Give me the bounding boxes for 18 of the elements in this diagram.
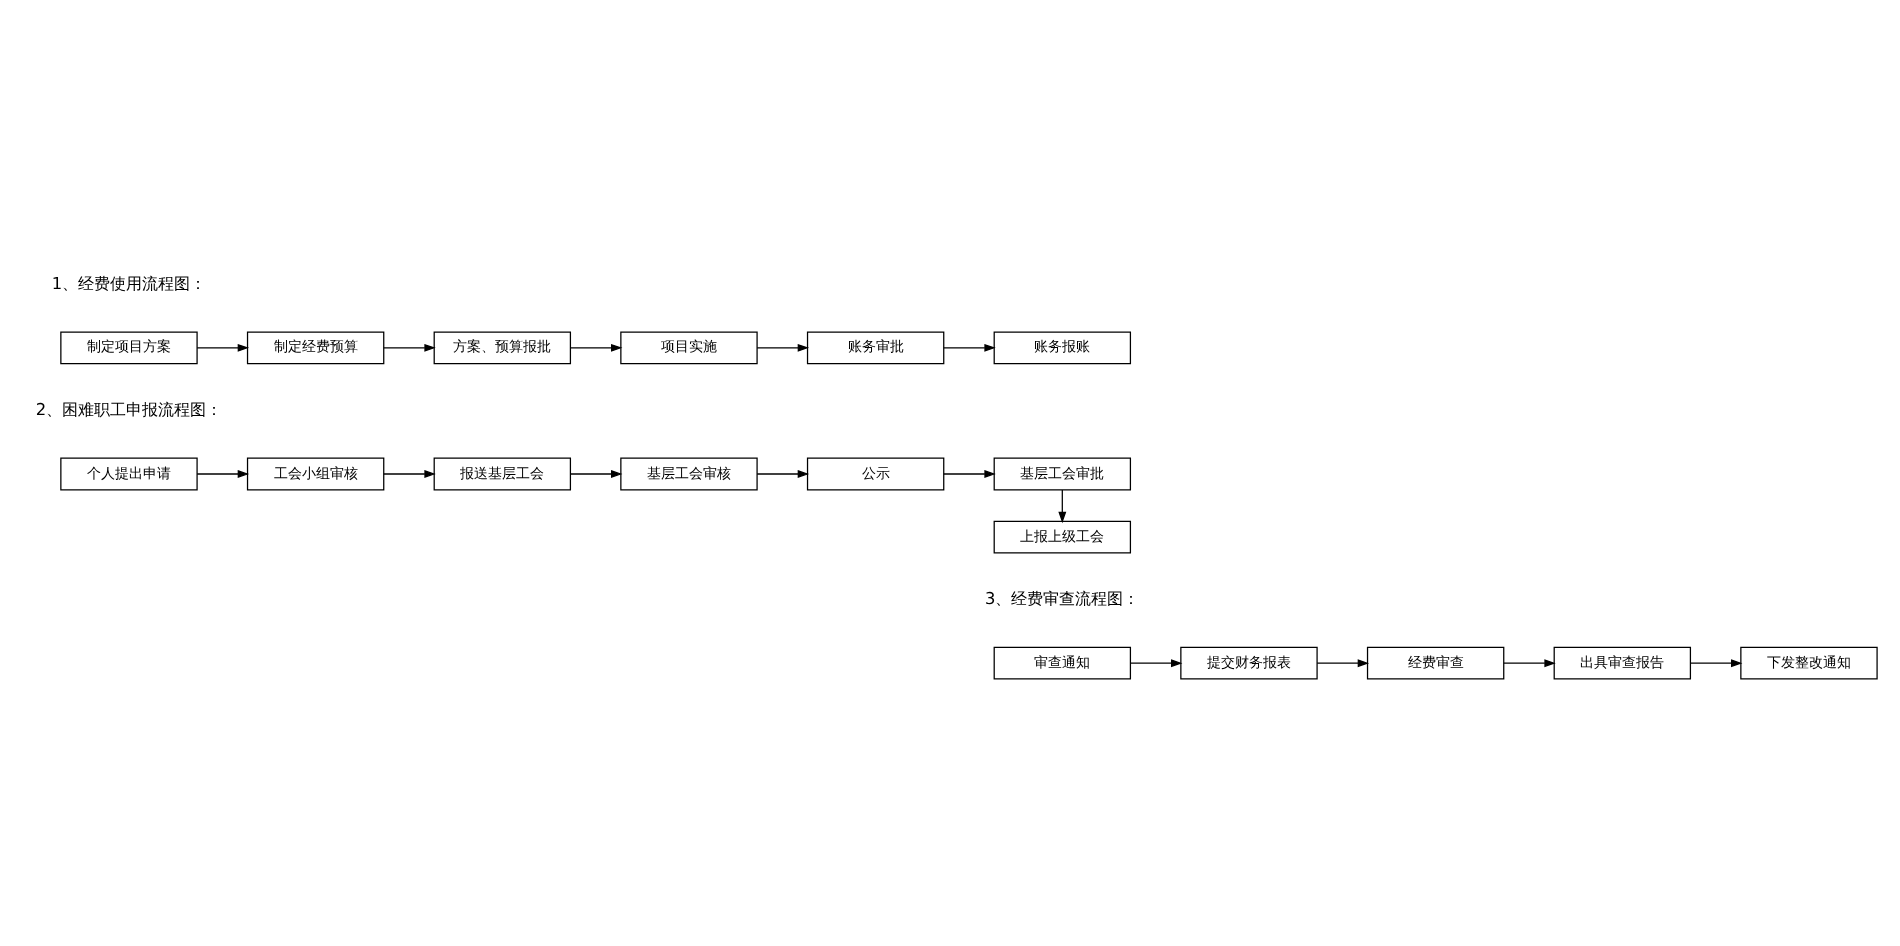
label: 3、经费审查流程图： <box>984 587 1139 608</box>
label: 2、困难职工申报流程图： <box>34 398 222 419</box>
arrow <box>195 342 249 351</box>
arrow <box>942 469 995 477</box>
arrow <box>1057 488 1066 523</box>
arrow <box>755 342 809 351</box>
arrow <box>568 342 622 351</box>
arrow <box>568 469 622 477</box>
arrow <box>382 469 435 477</box>
arrow <box>195 469 249 477</box>
arrow <box>1315 658 1369 667</box>
arrow <box>942 342 995 351</box>
arrow <box>1128 658 1182 667</box>
arrow <box>755 469 809 477</box>
arrow <box>1502 658 1555 667</box>
label: 1、经费使用流程图： <box>50 272 206 293</box>
arrow <box>382 342 435 351</box>
arrow <box>1688 658 1742 667</box>
